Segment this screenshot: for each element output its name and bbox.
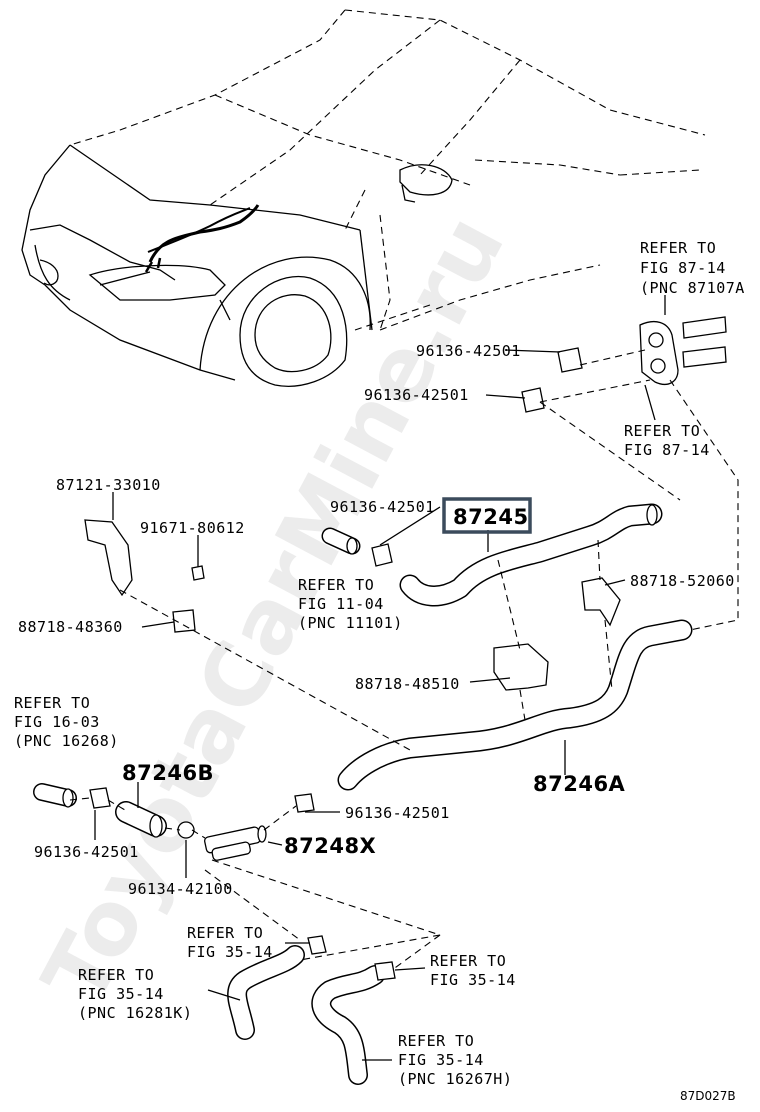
clamp-icons <box>84 316 727 981</box>
part-88718-48360[interactable]: 88718-48360 <box>18 618 123 636</box>
ref-text[interactable]: (PNC 16268) <box>14 732 119 750</box>
clamp-icon <box>521 387 545 413</box>
ref-text[interactable]: FIG 35-14 <box>430 971 516 989</box>
part-96134-42100[interactable]: 96134-42100 <box>128 880 233 898</box>
clamp-icon <box>307 935 327 955</box>
hose-87246a <box>337 619 693 791</box>
ref-text[interactable]: FIG 35-14 <box>78 985 164 1003</box>
part-96136-42501-top[interactable]: 96136-42501 <box>416 342 521 360</box>
ref-text[interactable]: REFER TO <box>78 966 154 984</box>
clamp-icon <box>374 961 396 981</box>
ref-text[interactable]: REFER TO <box>640 239 716 257</box>
part-87121-33010[interactable]: 87121-33010 <box>56 476 161 494</box>
clamp-icon <box>172 609 196 633</box>
part-96136-42501-lower-left[interactable]: 96136-42501 <box>34 843 139 861</box>
hose-87245 <box>399 503 663 607</box>
part-88718-52060[interactable]: 88718-52060 <box>630 572 735 590</box>
watermark: ToyotaCarMine.ru <box>23 199 525 1020</box>
ref-text[interactable]: (PNC 11101) <box>298 614 403 632</box>
bracket-icon <box>84 519 133 597</box>
figure-code: 87D027B <box>680 1089 736 1103</box>
ref-text[interactable]: REFER TO <box>298 576 374 594</box>
ref-text[interactable]: (PNC 87107A <box>640 279 745 297</box>
clamp-icon <box>493 643 549 691</box>
ref-text[interactable]: FIG 35-14 <box>187 943 273 961</box>
assembly-lines <box>69 349 739 971</box>
bolt-icon <box>191 565 205 581</box>
hose-16281k <box>227 945 305 1040</box>
ref-text[interactable]: (PNC 16281K) <box>78 1004 192 1022</box>
leader-lines <box>94 295 666 1061</box>
pipe-icon <box>682 316 727 339</box>
part-88718-48510[interactable]: 88718-48510 <box>355 675 460 693</box>
ref-text[interactable]: FIG 87-14 <box>640 259 726 277</box>
part-87245[interactable]: 87245 <box>453 505 529 529</box>
hose-16267h <box>311 965 385 1085</box>
ref-text[interactable]: REFER TO <box>14 694 90 712</box>
part-96136-42501-lower-right[interactable]: 96136-42501 <box>345 804 450 822</box>
hose-87246b <box>115 801 167 838</box>
part-96136-42501-mid[interactable]: 96136-42501 <box>330 498 435 516</box>
ref-text[interactable]: FIG 87-14 <box>624 441 710 459</box>
clamp-icon <box>294 793 315 813</box>
part-91671-80612[interactable]: 91671-80612 <box>140 519 245 537</box>
pipe-icon <box>682 346 727 368</box>
grommet-icon <box>639 321 679 385</box>
part-87246a[interactable]: 87246A <box>533 772 626 796</box>
clamp-icon <box>89 787 111 809</box>
valve-87248x <box>204 825 267 861</box>
part-87248x[interactable]: 87248X <box>284 834 376 858</box>
ref-text[interactable]: REFER TO <box>430 952 506 970</box>
ref-text[interactable]: FIG 11-04 <box>298 595 384 613</box>
hose-stub-11-04 <box>321 527 361 555</box>
clamp-icon <box>557 347 583 373</box>
ref-text[interactable]: REFER TO <box>398 1032 474 1050</box>
hose-stub-16-03 <box>33 783 77 808</box>
part-96136-42501-top2[interactable]: 96136-42501 <box>364 386 469 404</box>
clamp-icon <box>177 821 195 839</box>
part-87246b[interactable]: 87246B <box>122 761 214 785</box>
clamp-icon <box>581 577 621 627</box>
ref-text[interactable]: (PNC 16267H) <box>398 1070 512 1088</box>
ref-text[interactable]: FIG 35-14 <box>398 1051 484 1069</box>
clamp-icon <box>371 543 393 567</box>
car-illustration <box>21 9 706 387</box>
ref-text[interactable]: REFER TO <box>187 924 263 942</box>
ref-text[interactable]: REFER TO <box>624 422 700 440</box>
highlight-box <box>442 497 532 534</box>
ref-text[interactable]: FIG 16-03 <box>14 713 100 731</box>
